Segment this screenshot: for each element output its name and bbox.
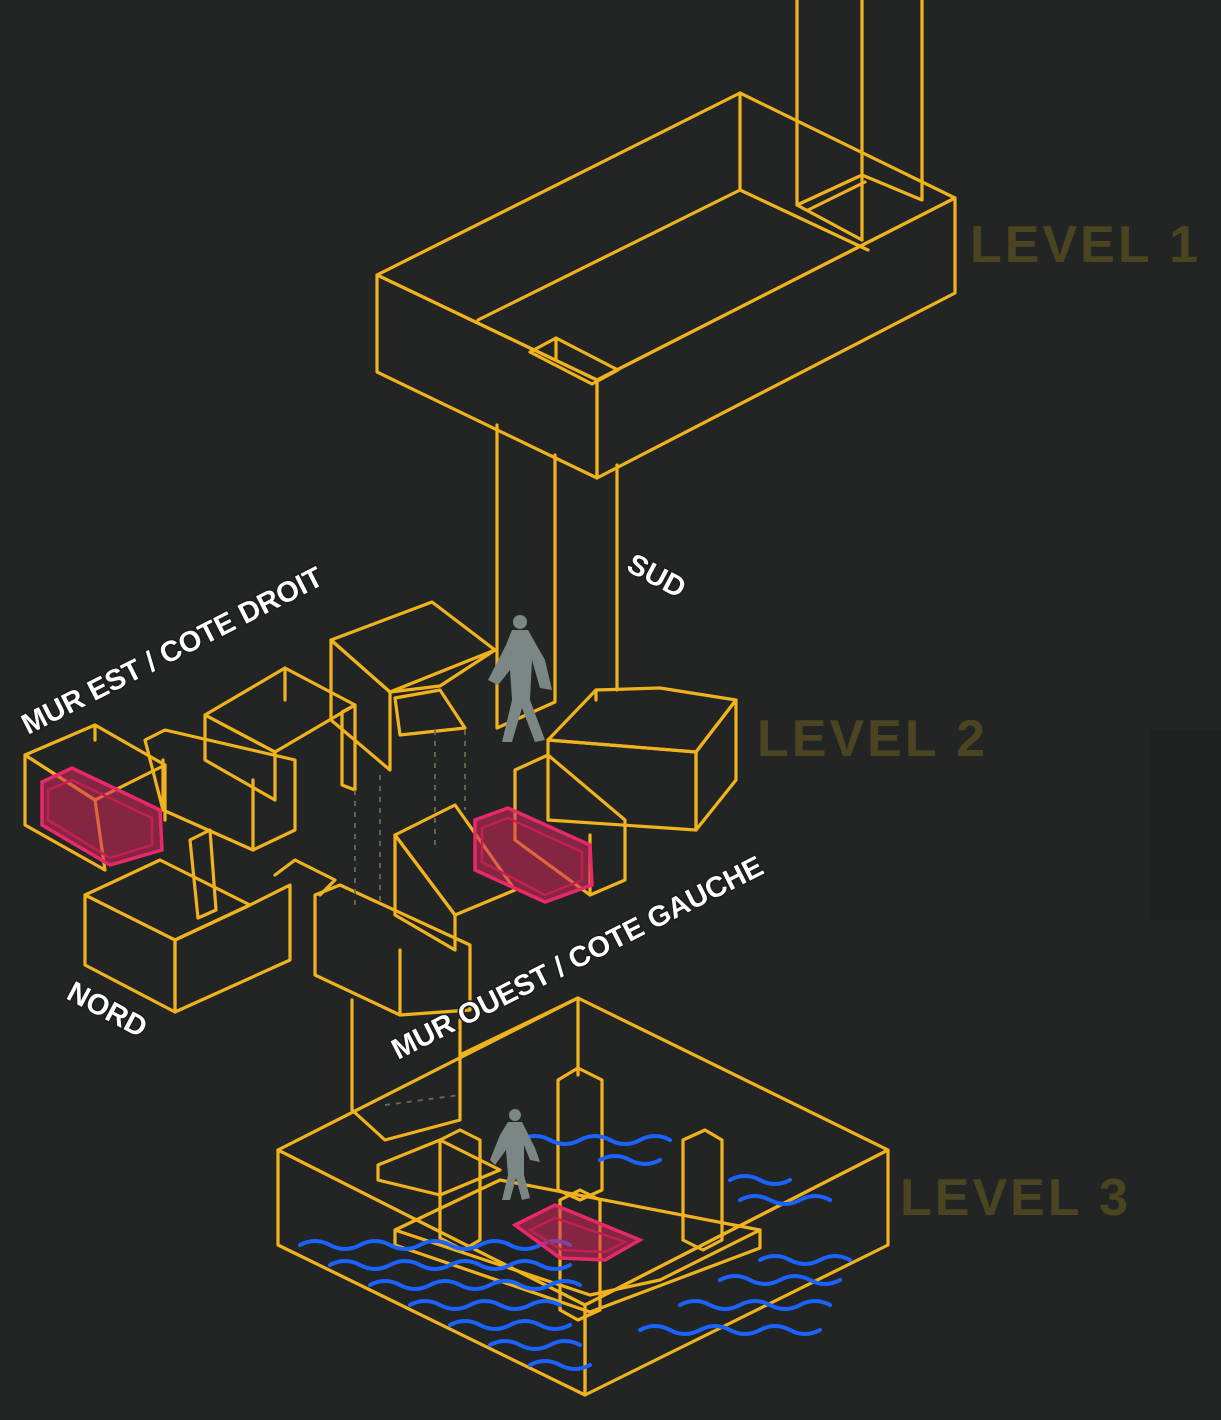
- south-label: SUD: [622, 548, 691, 605]
- water-pool: [298, 1134, 852, 1371]
- level-2-label: LEVEL 2: [757, 710, 988, 768]
- level-3-structure: [276, 996, 890, 1397]
- chest-east-wall: [40, 766, 164, 867]
- level-1-label: LEVEL 1: [970, 216, 1201, 274]
- shadow-panel: [1150, 730, 1221, 920]
- chest-center: [473, 806, 594, 904]
- shaft-level2-level3: [350, 998, 462, 1142]
- player-figure-level-2: [488, 615, 552, 742]
- chest-level-3: [511, 1203, 644, 1262]
- east-wall-label: MUR EST / COTE DROIT: [17, 561, 329, 741]
- north-label: NORD: [62, 976, 152, 1044]
- player-figure-level-3: [490, 1109, 540, 1200]
- level-1-structure: [375, 0, 957, 480]
- level-3-label: LEVEL 3: [900, 1169, 1131, 1227]
